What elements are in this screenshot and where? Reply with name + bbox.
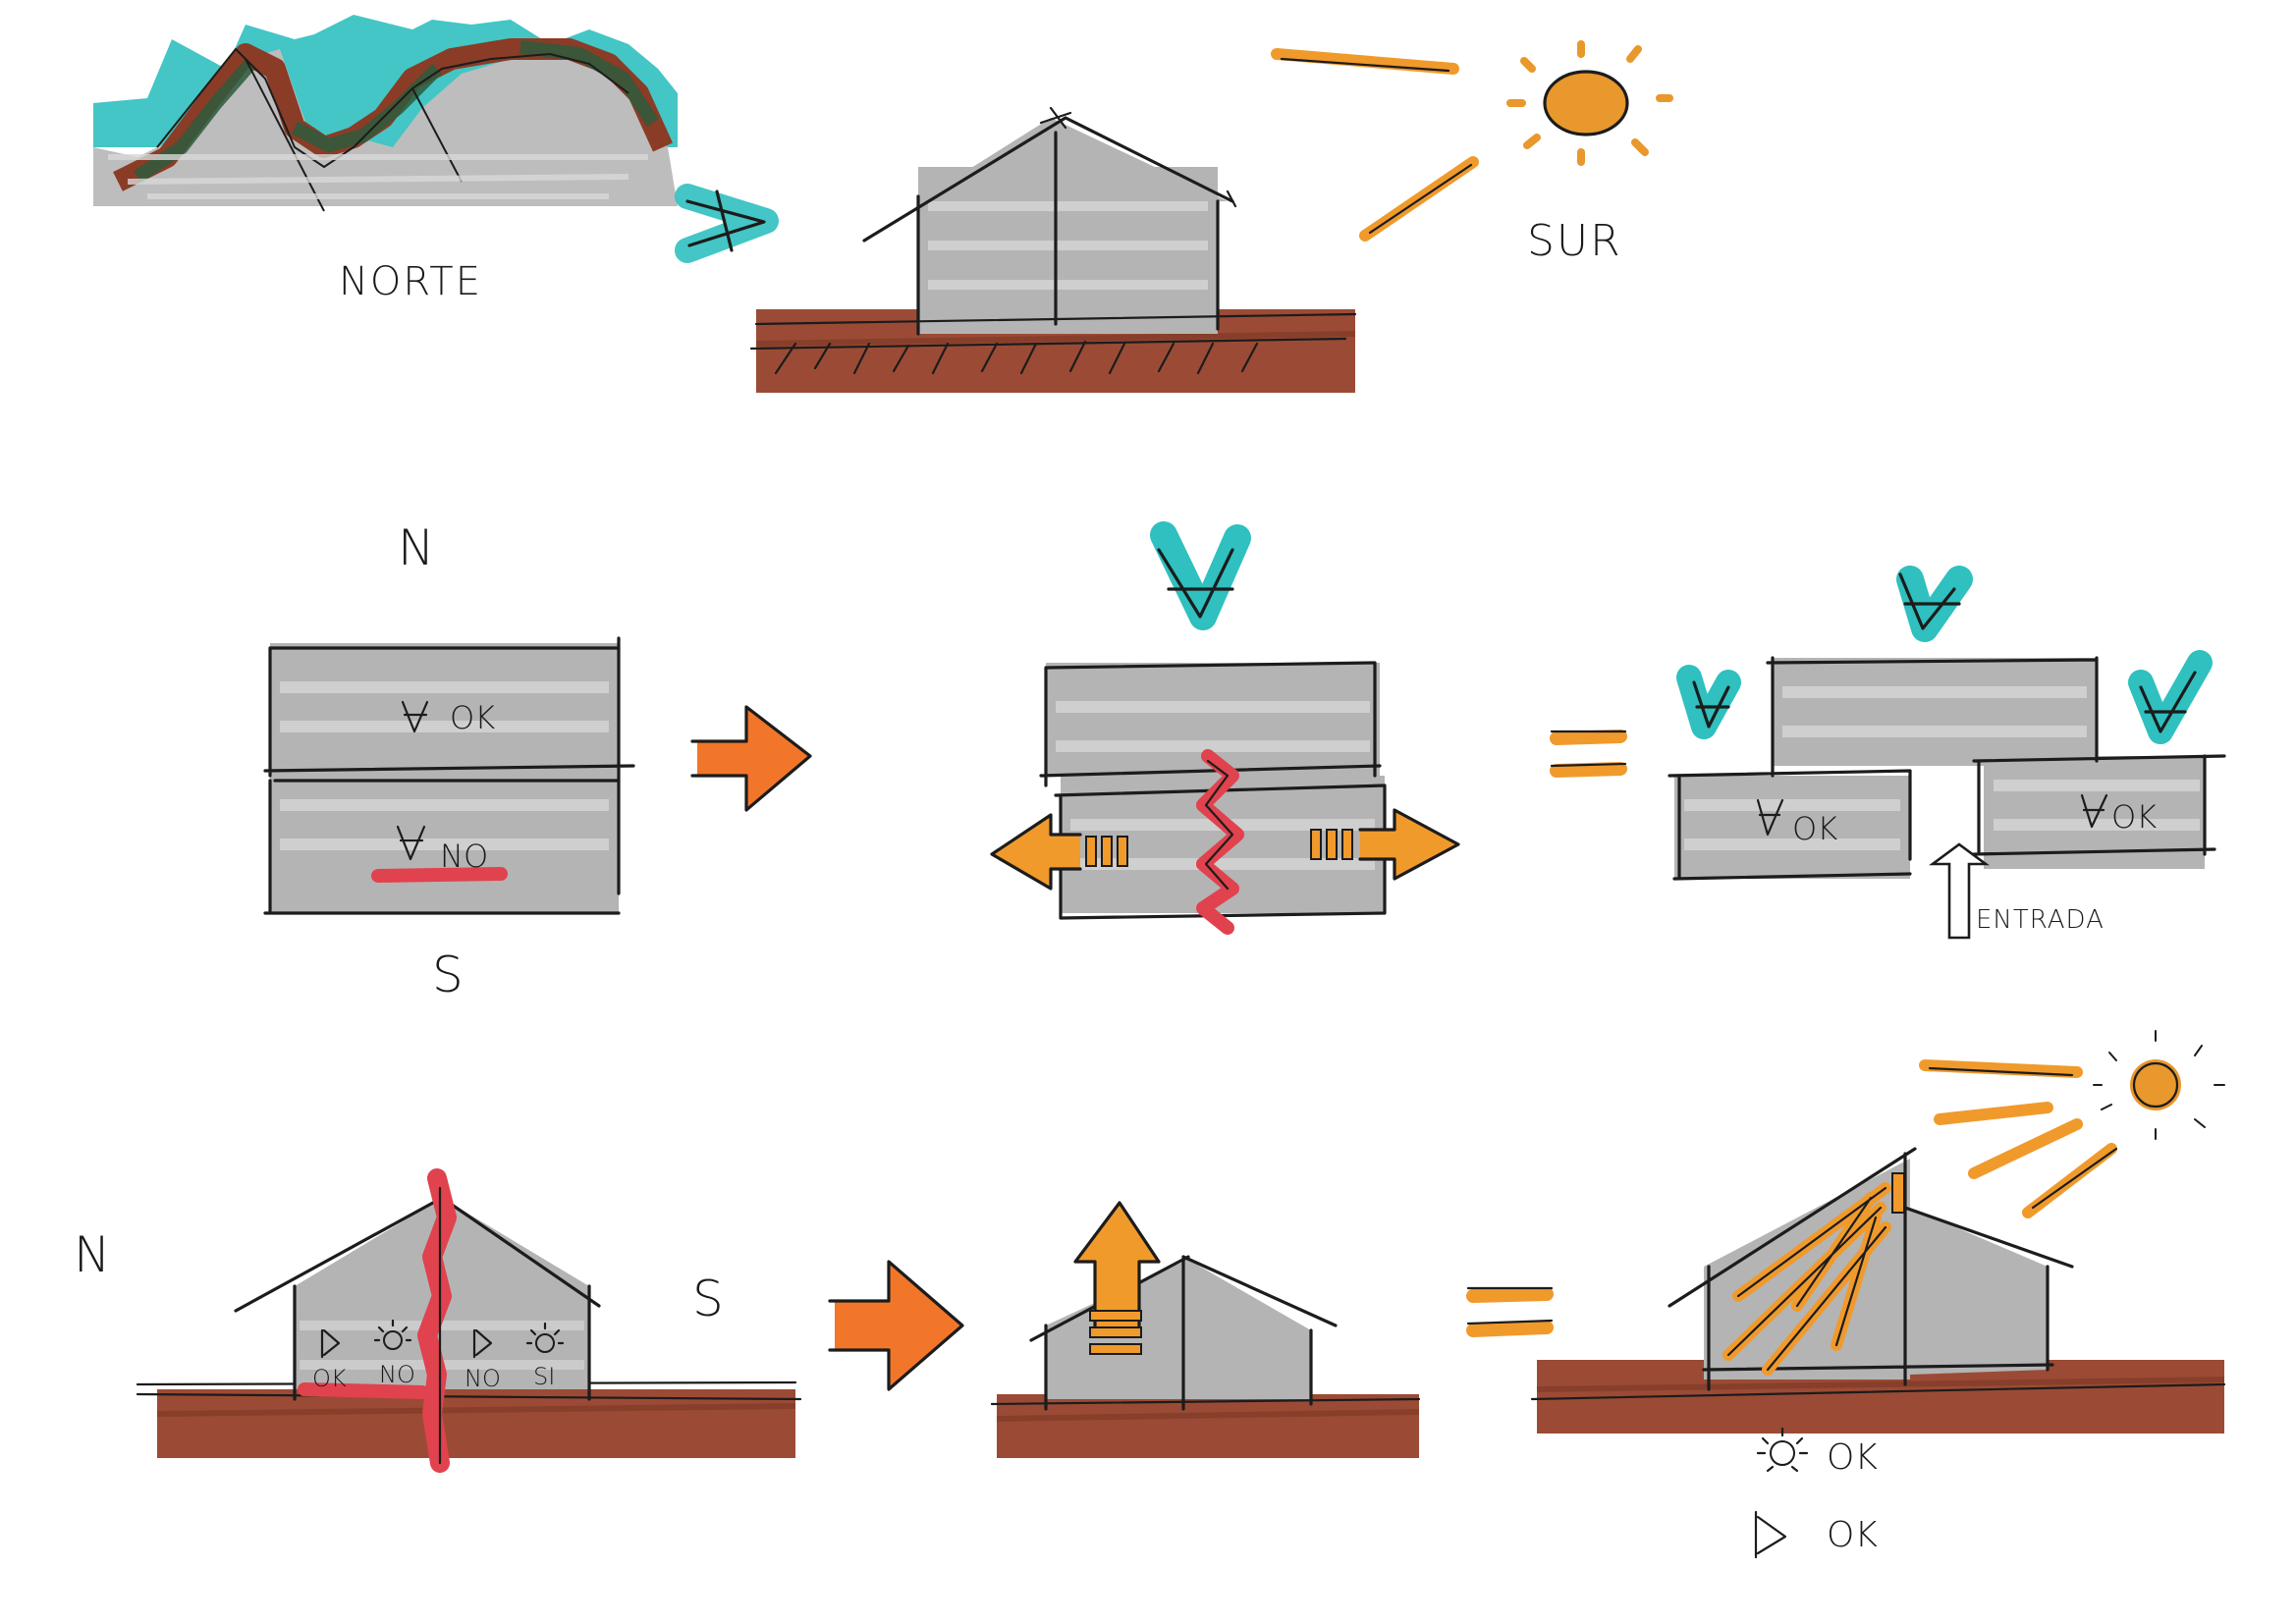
sun-ray xyxy=(1271,48,1459,75)
arrow-icon xyxy=(828,1260,964,1391)
zone-si-label: SI xyxy=(533,1363,555,1390)
arrow-icon xyxy=(1360,810,1458,879)
sun-small-icon xyxy=(1756,1427,1809,1473)
norte-label: NORTE xyxy=(339,259,482,304)
red-divider xyxy=(371,867,508,883)
view-eye-icon xyxy=(2128,650,2213,744)
row2-plans: N S OK NO xyxy=(263,519,2226,1003)
south-label-section: S xyxy=(692,1271,724,1327)
sun-icon xyxy=(1506,40,1673,166)
section-single-house: OK NO NO SI xyxy=(136,1168,802,1473)
ok-left-label: OK xyxy=(1792,810,1837,847)
sun-ray xyxy=(1934,1102,2053,1125)
south-label-plan: S xyxy=(432,947,464,1003)
ground-strip xyxy=(997,1394,1419,1458)
plan-top-ok: OK xyxy=(450,699,495,736)
house-elevation xyxy=(749,106,1357,393)
interior-light-rays xyxy=(1722,1172,1905,1376)
north-label-plan: N xyxy=(398,519,434,576)
zone-no-label-2: NO xyxy=(465,1365,501,1392)
ok-right-label: OK xyxy=(2111,798,2157,836)
view-eye-small-icon xyxy=(1754,1510,1787,1559)
view-eye-icon xyxy=(675,184,779,263)
mountain-icon xyxy=(93,15,678,212)
north-label-section: N xyxy=(74,1226,110,1283)
sun-ray xyxy=(1919,1059,2083,1078)
plan-final-arrangement: OK OK ENTRADA xyxy=(1667,566,2226,940)
section-final: OK OK xyxy=(1530,1030,2226,1559)
final-sun-ok: OK xyxy=(1827,1437,1878,1478)
red-divider xyxy=(417,1168,457,1473)
entrada-label: ENTRADA xyxy=(1976,905,2105,935)
view-eye-icon xyxy=(1676,665,1741,739)
row1-site-sketch: NORTE SUR xyxy=(93,15,1673,393)
plan-bottom-no: NO xyxy=(440,838,488,875)
final-view-ok: OK xyxy=(1827,1515,1878,1555)
zone-ok-label: OK xyxy=(312,1365,347,1392)
sur-label: SUR xyxy=(1527,216,1622,266)
entrance-arrow-icon xyxy=(1929,842,1990,940)
arrow-icon xyxy=(992,815,1080,889)
plan-single-block: OK NO xyxy=(263,636,635,915)
arrow-icon xyxy=(690,705,812,812)
sun-ray xyxy=(1968,1118,2083,1179)
plan-shifted-blocks xyxy=(990,521,1460,935)
section-split-roof xyxy=(990,1201,1421,1458)
equals-icon xyxy=(1550,730,1627,778)
red-divider xyxy=(298,1382,429,1399)
ground-strip xyxy=(157,1389,795,1458)
sun-icon xyxy=(2093,1030,2225,1140)
equals-icon xyxy=(1466,1286,1554,1337)
zone-no-label-1: NO xyxy=(379,1361,415,1388)
row3-sections: N S OK NO NO SI xyxy=(74,1030,2226,1559)
